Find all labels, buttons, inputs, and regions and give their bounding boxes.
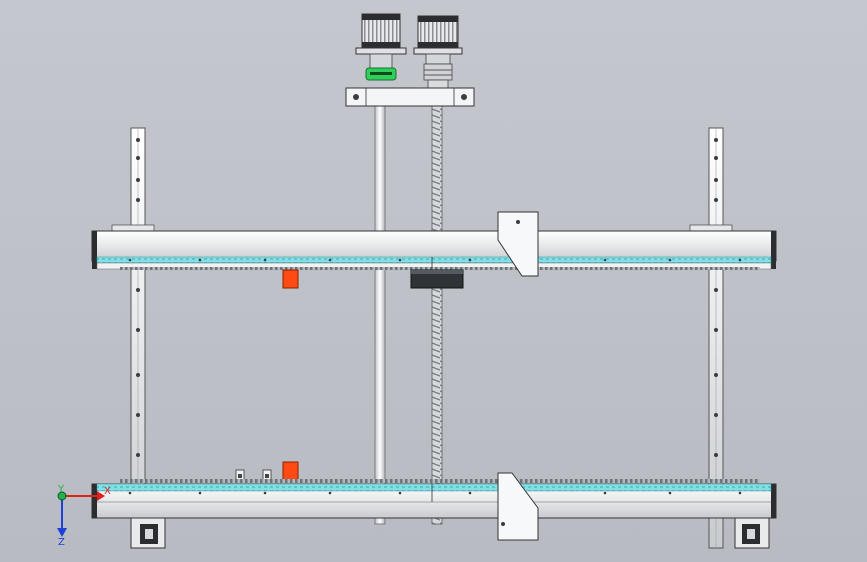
lower-carriage-bracket[interactable] — [497, 472, 539, 541]
stepper-motor-left-icon[interactable] — [355, 13, 407, 81]
beam-screw-dots — [128, 491, 742, 495]
guide-rod[interactable] — [374, 103, 386, 525]
lower-gantry-beam[interactable] — [91, 479, 777, 519]
triad-z-label: Z — [58, 537, 65, 548]
post-bolt-holes — [714, 138, 718, 457]
beam-screw-dots — [128, 258, 742, 262]
upper-screw-nut[interactable] — [410, 269, 464, 289]
stepper-motor-right-icon[interactable] — [413, 15, 463, 89]
post-bolt-holes — [136, 138, 140, 457]
upper-gantry-beam[interactable] — [91, 224, 777, 270]
upper-limit-marker[interactable] — [282, 269, 299, 289]
axis-triad-icon: X Y Z — [57, 484, 111, 548]
right-post-base[interactable] — [734, 517, 770, 549]
top-mount-plate[interactable] — [345, 87, 475, 107]
triad-y-label: Y — [57, 484, 65, 495]
left-post-base[interactable] — [130, 517, 166, 549]
lead-screw[interactable] — [431, 103, 443, 525]
upper-carriage-bracket[interactable] — [497, 211, 539, 277]
triad-x-label: X — [104, 486, 111, 497]
